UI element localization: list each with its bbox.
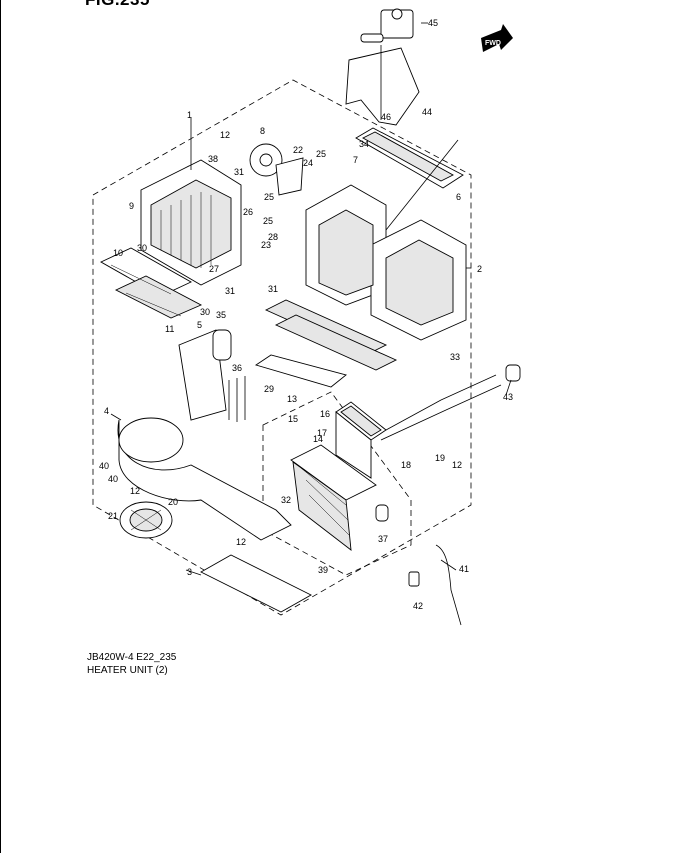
callout-21: 21 bbox=[108, 511, 118, 521]
gasket-drawing bbox=[212, 329, 232, 361]
callout-12c: 12 bbox=[130, 486, 140, 496]
callout-41: 41 bbox=[459, 564, 469, 574]
clip-drawing bbox=[375, 504, 389, 522]
figure-title: FIG.235 bbox=[85, 0, 150, 10]
callout-31c: 31 bbox=[268, 284, 278, 294]
callout-31b: 31 bbox=[225, 286, 235, 296]
callout-43: 43 bbox=[503, 392, 513, 402]
callout-34: 34 bbox=[359, 139, 369, 149]
callout-13: 13 bbox=[287, 394, 297, 404]
assembly-outline bbox=[92, 79, 472, 616]
callout-19: 19 bbox=[435, 453, 445, 463]
drain-hose-drawing bbox=[435, 544, 462, 626]
callout-12d: 12 bbox=[236, 537, 246, 547]
callout-6: 6 bbox=[456, 192, 461, 202]
callout-labels: 1 2 3 4 5 6 7 8 9 10 11 12 12 12 12 13 1… bbox=[99, 18, 513, 611]
callout-3: 3 bbox=[187, 567, 192, 577]
blower-housing-drawing bbox=[117, 417, 292, 541]
callout-46: 46 bbox=[381, 112, 391, 122]
callout-15: 15 bbox=[288, 414, 298, 424]
callout-17: 17 bbox=[317, 428, 327, 438]
callout-25b: 25 bbox=[264, 192, 274, 202]
callout-25a: 25 bbox=[316, 149, 326, 159]
blower-fan-drawing bbox=[119, 501, 173, 539]
leader-lines bbox=[110, 22, 512, 576]
figure-subtitle: HEATER UNIT (2) bbox=[87, 665, 168, 676]
figure-code: JB420W-4 E22_235 bbox=[87, 652, 177, 663]
air-filter-drawing bbox=[100, 247, 203, 319]
callout-31a: 31 bbox=[234, 167, 244, 177]
callout-33: 33 bbox=[450, 352, 460, 362]
callout-44: 44 bbox=[422, 107, 432, 117]
evaporator-drawing bbox=[290, 444, 377, 551]
damper-drawing bbox=[254, 354, 347, 388]
callout-29: 29 bbox=[264, 384, 274, 394]
callout-16: 16 bbox=[320, 409, 330, 419]
callout-40b: 40 bbox=[108, 474, 118, 484]
callout-12b: 12 bbox=[452, 460, 462, 470]
callout-27: 27 bbox=[209, 264, 219, 274]
hose-clamp-drawing bbox=[408, 571, 420, 587]
damper-set-drawing bbox=[264, 299, 398, 371]
callout-2: 2 bbox=[477, 264, 482, 274]
heater-case-drawing bbox=[140, 159, 242, 286]
pipe-grommet-drawing bbox=[505, 364, 521, 382]
callout-11: 11 bbox=[165, 324, 174, 334]
fwd-label: FWD bbox=[485, 40, 501, 47]
callout-5: 5 bbox=[197, 320, 202, 330]
bracket-drawing bbox=[345, 45, 420, 126]
fwd-arrow-drawing: FWD bbox=[481, 24, 513, 52]
callout-4: 4 bbox=[104, 406, 109, 416]
callout-8: 8 bbox=[260, 126, 265, 136]
callout-9: 9 bbox=[129, 201, 134, 211]
callout-28: 28 bbox=[268, 232, 278, 242]
callout-45: 45 bbox=[428, 18, 438, 28]
callout-12a: 12 bbox=[220, 130, 230, 140]
link-drawing bbox=[275, 157, 304, 196]
callout-40a: 40 bbox=[99, 461, 109, 471]
callout-23: 23 bbox=[261, 240, 271, 250]
callout-35: 35 bbox=[216, 310, 226, 320]
callout-26: 26 bbox=[243, 207, 253, 217]
expansion-valve-drawing bbox=[360, 8, 414, 43]
unit-case-drawing bbox=[305, 184, 467, 341]
callout-36: 36 bbox=[232, 363, 242, 373]
callout-22: 22 bbox=[293, 145, 303, 155]
callout-18: 18 bbox=[401, 460, 411, 470]
callout-20: 20 bbox=[168, 497, 178, 507]
callout-7: 7 bbox=[353, 155, 358, 165]
callout-37: 37 bbox=[378, 534, 388, 544]
callout-39: 39 bbox=[318, 565, 328, 575]
heater-core-drawing bbox=[335, 374, 502, 479]
callout-24: 24 bbox=[303, 158, 313, 168]
seal-drawing bbox=[228, 376, 246, 422]
callout-1: 1 bbox=[187, 110, 192, 120]
callout-30a: 30 bbox=[137, 243, 147, 253]
callout-14: 14 bbox=[313, 434, 323, 444]
callout-10: 10 bbox=[113, 248, 123, 258]
callout-25c: 25 bbox=[263, 216, 273, 226]
mode-motor-drawing bbox=[249, 143, 283, 177]
defroster-grille-drawing bbox=[355, 127, 464, 189]
bottom-cover-drawing bbox=[200, 554, 312, 613]
callout-38: 38 bbox=[208, 154, 218, 164]
callout-42: 42 bbox=[413, 601, 423, 611]
callout-32: 32 bbox=[281, 495, 291, 505]
callout-30b: 30 bbox=[200, 307, 210, 317]
